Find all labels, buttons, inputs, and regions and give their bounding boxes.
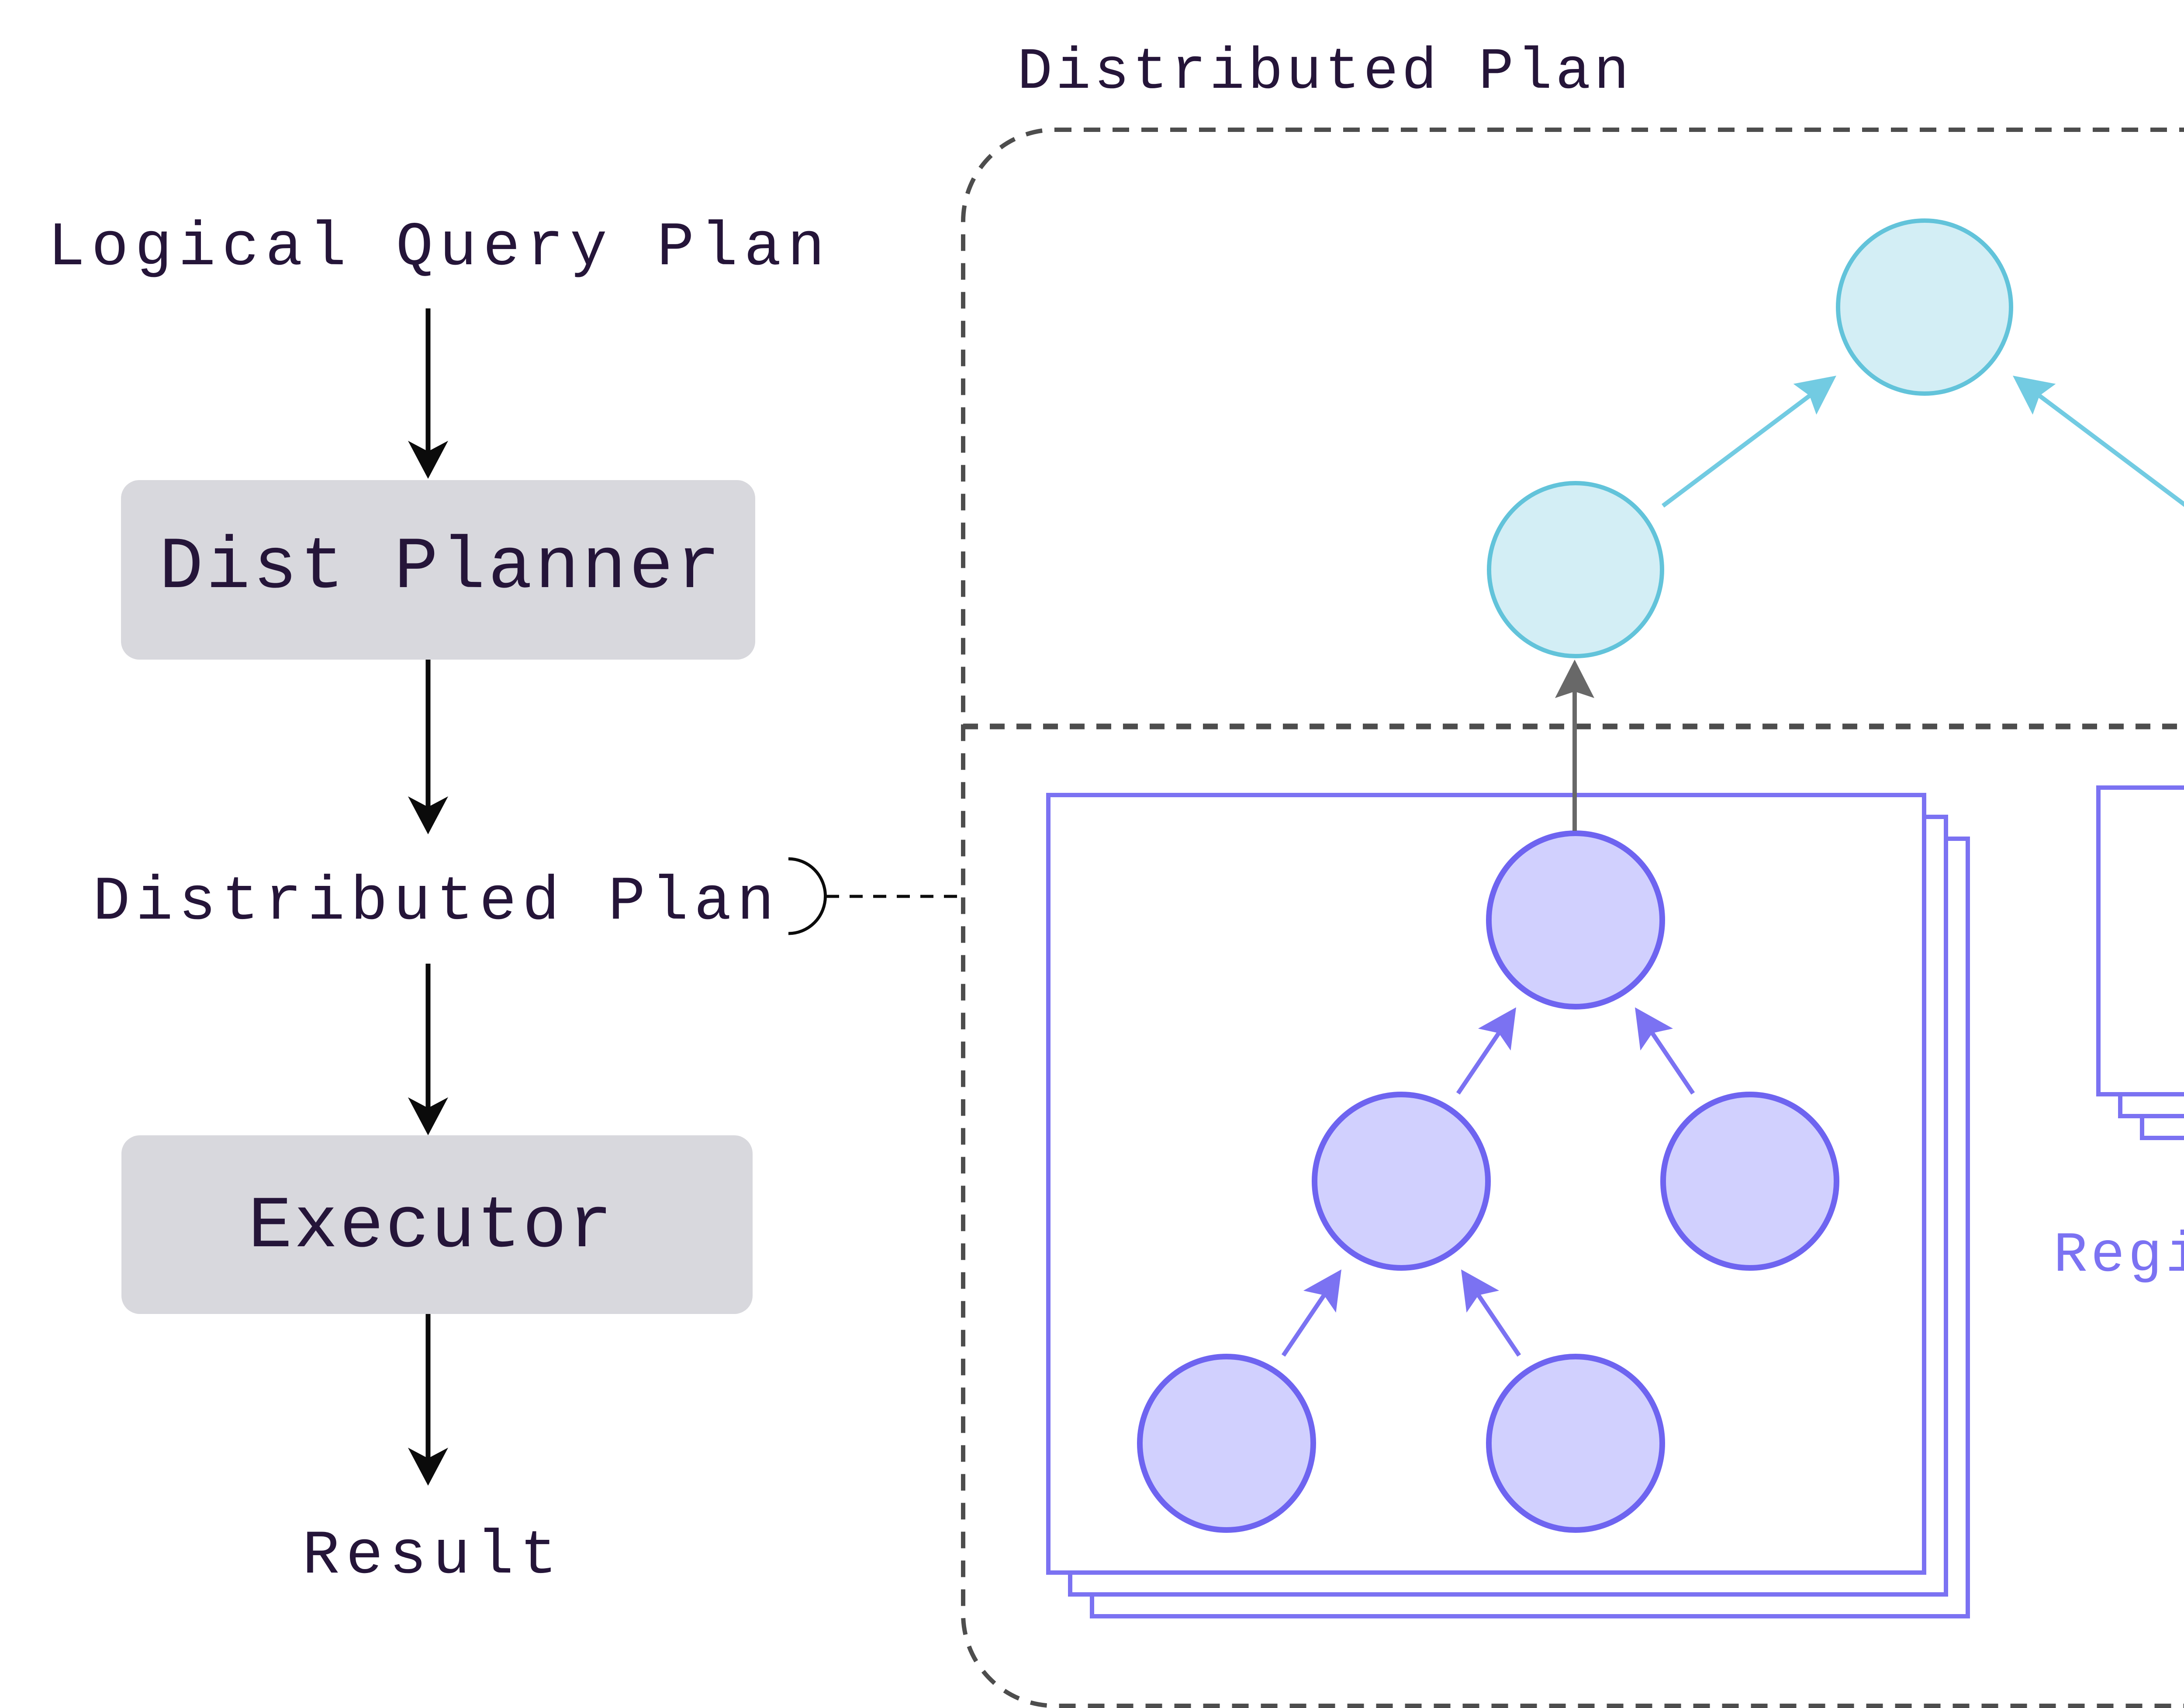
svg-text:Regions: Regions xyxy=(2053,1224,2184,1288)
svg-text:Dist Planner: Dist Planner xyxy=(159,526,723,609)
svg-text:Result: Result xyxy=(302,1521,563,1591)
svg-text:Distributed Plan: Distributed Plan xyxy=(1017,39,1632,106)
svg-text:Executor: Executor xyxy=(248,1186,614,1269)
svg-text:Distributed Plan: Distributed Plan xyxy=(93,867,780,937)
svg-text:Logical Query Plan: Logical Query Plan xyxy=(48,213,831,283)
